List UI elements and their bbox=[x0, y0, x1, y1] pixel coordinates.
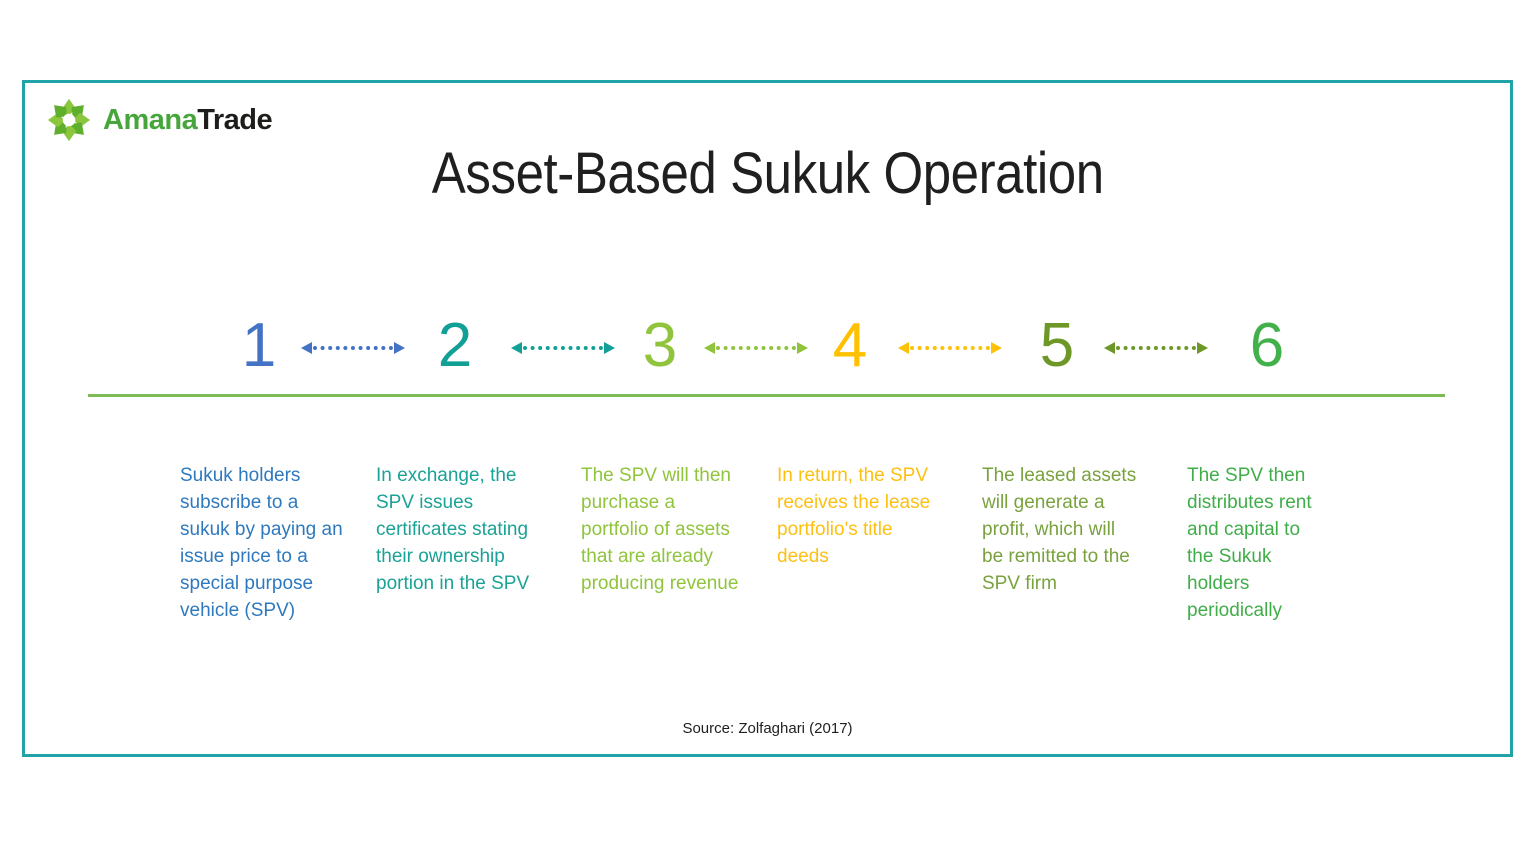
slide-frame: AmanaTrade Asset-Based Sukuk Operation 1… bbox=[22, 80, 1513, 757]
arrow-dotted-line bbox=[1116, 346, 1196, 350]
page-title: Asset-Based Sukuk Operation bbox=[431, 141, 1104, 206]
arrow-dotted-line bbox=[716, 346, 796, 350]
arrow-left-head bbox=[511, 342, 522, 354]
step-1-number: 1 bbox=[241, 311, 277, 380]
step-6-number: 6 bbox=[1249, 311, 1285, 380]
arrow-left-head bbox=[704, 342, 715, 354]
logo-wordmark: AmanaTrade bbox=[103, 103, 273, 136]
double-arrow-icon-3-4 bbox=[704, 341, 808, 355]
arrow-right-head bbox=[991, 342, 1002, 354]
double-arrow-icon-1-2 bbox=[301, 341, 405, 355]
double-arrow-icon-2-3 bbox=[511, 341, 615, 355]
arrow-left-head bbox=[898, 342, 909, 354]
arrow-right-head bbox=[1197, 342, 1208, 354]
arrow-dotted-line bbox=[910, 346, 990, 350]
source-citation: Source: Zolfaghari (2017) bbox=[682, 720, 853, 737]
arrow-right-head bbox=[797, 342, 808, 354]
double-arrow-icon-5-6 bbox=[1104, 341, 1208, 355]
title-row: Asset-Based Sukuk Operation bbox=[25, 141, 1510, 208]
step-3-number: 3 bbox=[642, 311, 678, 380]
step-6-description: The SPV then distributes rent and capita… bbox=[1187, 465, 1312, 621]
step-4-number: 4 bbox=[832, 311, 868, 380]
logo-wordmark-trade: Trade bbox=[197, 103, 273, 136]
step-2-description: In exchange, the SPV issues certificates… bbox=[376, 465, 530, 594]
step-5-description: The leased assets will generate a profit… bbox=[982, 465, 1137, 594]
step-1-description: Sukuk holders subscribe to a sukuk by pa… bbox=[180, 465, 343, 621]
logo-wordmark-amana: Amana bbox=[103, 103, 198, 136]
islamic-flower-icon bbox=[47, 98, 91, 142]
arrow-right-head bbox=[604, 342, 615, 354]
arrow-dotted-line bbox=[313, 346, 393, 350]
arrow-left-head bbox=[1104, 342, 1115, 354]
step-2-number: 2 bbox=[437, 311, 473, 380]
arrow-dotted-line bbox=[523, 346, 603, 350]
step-5-number: 5 bbox=[1039, 311, 1075, 380]
logo: AmanaTrade bbox=[46, 97, 273, 143]
arrow-left-head bbox=[301, 342, 312, 354]
step-3-description: The SPV will then purchase a portfolio o… bbox=[581, 465, 739, 594]
arrow-right-head bbox=[394, 342, 405, 354]
divider-line bbox=[88, 394, 1445, 397]
double-arrow-icon-4-5 bbox=[898, 341, 1002, 355]
step-4-description: In return, the SPV receives the lease po… bbox=[777, 465, 931, 567]
